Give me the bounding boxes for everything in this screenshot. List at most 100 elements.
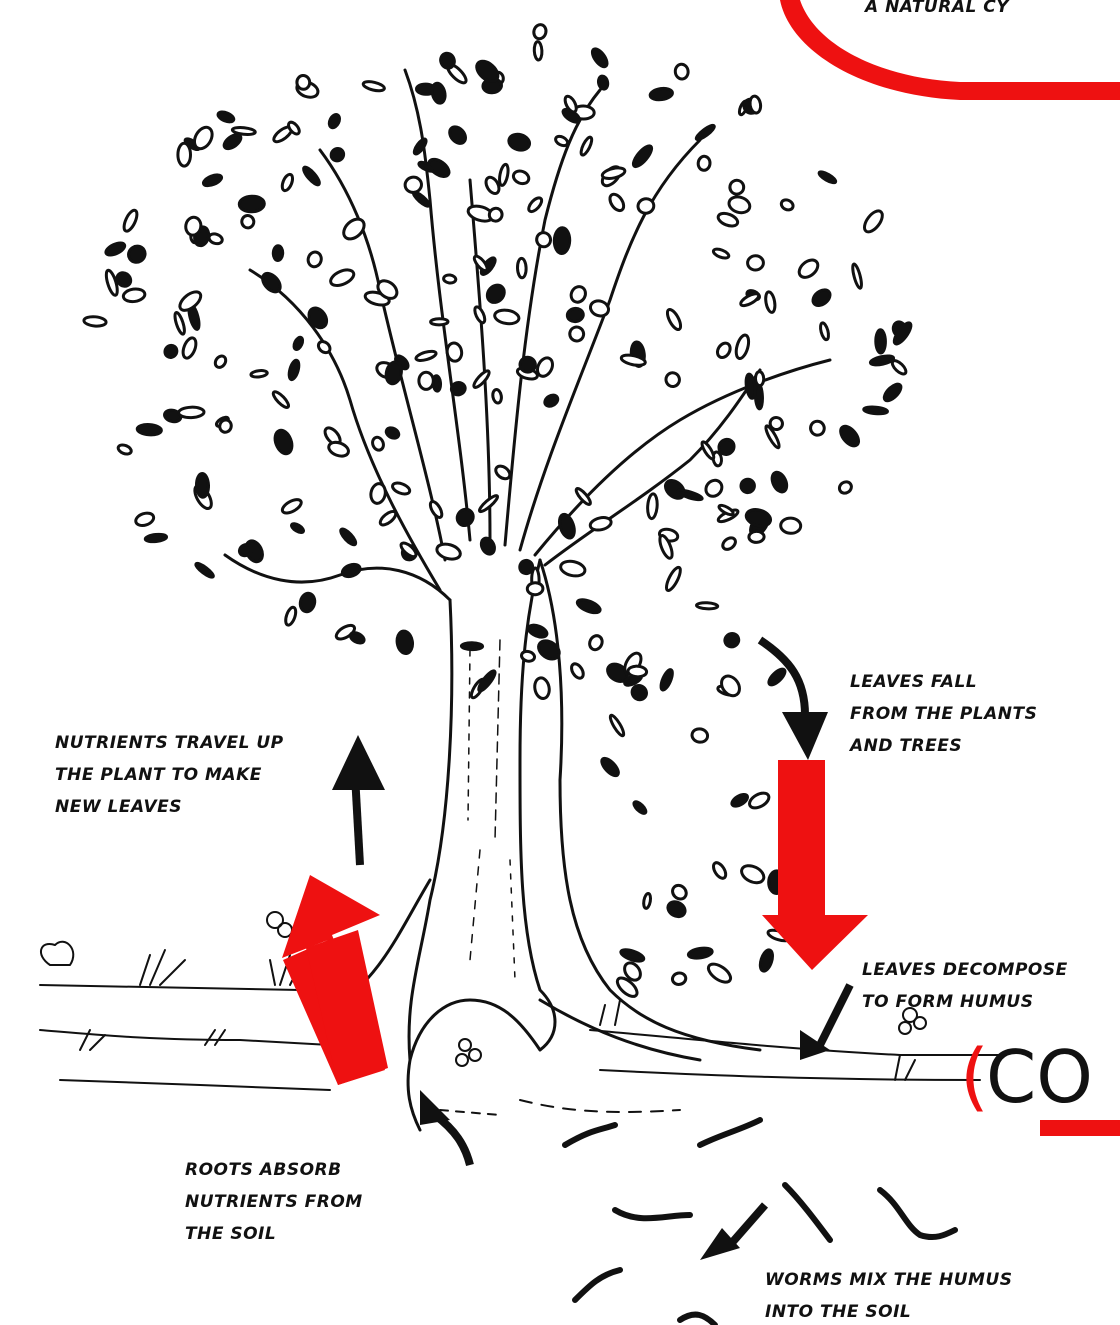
- leaf-icon: [729, 179, 745, 195]
- leaf-icon: [703, 477, 725, 500]
- leaf-icon: [808, 419, 826, 438]
- leaf-icon: [632, 800, 648, 815]
- leaf-icon: [123, 288, 146, 303]
- leaf-icon: [512, 169, 531, 186]
- leaf-icon: [145, 533, 167, 542]
- leaf-icon: [328, 267, 356, 289]
- leaf-icon: [664, 566, 683, 593]
- leaf-icon: [764, 291, 776, 313]
- leaf-icon: [494, 308, 520, 325]
- leaf-icon: [747, 256, 763, 271]
- leaf-icon: [727, 194, 752, 215]
- leaf-icon: [284, 606, 298, 626]
- leaf-icon: [749, 95, 762, 113]
- leaf-icon: [675, 64, 689, 80]
- leaf-icon: [287, 359, 300, 380]
- leaf-icon: [557, 512, 577, 540]
- leaf-icon: [493, 463, 512, 481]
- leaf-icon: [239, 196, 265, 212]
- leaf-icon: [431, 319, 449, 326]
- leaf-icon: [194, 561, 215, 579]
- leaf-icon: [723, 631, 741, 649]
- caption-line: NEW LEAVES: [55, 797, 182, 817]
- leaf-icon: [307, 251, 323, 269]
- leaf-icon: [426, 156, 452, 180]
- leaf-icon: [419, 372, 433, 389]
- leaf-icon: [628, 666, 647, 678]
- leaf-icon: [280, 497, 303, 516]
- caption-nutrients-travel: NUTRIENTS TRAVEL UP THE PLANT TO MAKE NE…: [55, 733, 284, 817]
- arrow-icon: [332, 735, 385, 790]
- ground: [40, 985, 1000, 1115]
- leaf-icon: [700, 440, 716, 460]
- leaf-icon: [695, 123, 716, 141]
- leaf-icon: [631, 143, 655, 169]
- leaf-icon: [739, 862, 767, 886]
- leaf-icon: [479, 536, 497, 556]
- leaf-icon: [396, 630, 415, 655]
- leaf-icon: [837, 423, 862, 449]
- leaf-icon: [744, 507, 772, 529]
- grass-tuft-icon: [80, 950, 915, 1080]
- arrow-icon: [782, 712, 828, 760]
- leaf-icon: [688, 947, 713, 960]
- leaf-icon: [472, 254, 489, 272]
- leaf-icon: [369, 482, 387, 504]
- leaf-icon: [568, 284, 588, 305]
- arrow-icon: [700, 1228, 740, 1260]
- leaf-icon: [461, 643, 482, 650]
- leaf-icon: [232, 127, 256, 136]
- leaf-icon: [137, 424, 162, 436]
- leaf-icon: [104, 269, 119, 296]
- leaf-icon: [527, 582, 543, 595]
- leaf-icon: [559, 559, 586, 578]
- leaf-icon: [196, 473, 209, 497]
- leaf-icon: [649, 87, 673, 101]
- leaf-icon: [298, 592, 316, 613]
- leaf-icon: [554, 135, 569, 148]
- leaf-icon: [543, 393, 560, 409]
- leaf-icon: [607, 192, 626, 213]
- leaf-icon: [446, 342, 463, 362]
- leaf-icon: [882, 381, 904, 403]
- leaf-icon: [643, 893, 652, 909]
- overlay-paren: (: [960, 1034, 989, 1120]
- title-ellipse: A NATURAL CY: [780, 0, 1120, 100]
- leaf-icon: [620, 947, 646, 963]
- leaf-icon: [716, 211, 739, 229]
- leaf-icon: [738, 476, 757, 495]
- leaf-icon: [579, 136, 594, 157]
- leaf-icon: [430, 82, 447, 104]
- leaf-icon: [597, 75, 609, 90]
- leaf-icon: [292, 336, 304, 351]
- caption-line: AND TREES: [848, 736, 962, 756]
- leaf-icon: [554, 227, 570, 253]
- leaf-icon: [378, 509, 398, 527]
- caption-leaves-fall: LEAVES FALL FROM THE PLANTS AND TREES: [848, 672, 1037, 756]
- leaf-icon: [534, 41, 543, 60]
- leaf-icon: [443, 274, 456, 283]
- leaf-icon: [117, 443, 133, 456]
- leaf-icon: [435, 542, 462, 562]
- leaf-icon: [533, 677, 551, 700]
- arrow-icon: [435, 1115, 470, 1165]
- leaf-icon: [780, 198, 795, 212]
- leaf-icon: [574, 487, 592, 507]
- leaf-icon: [484, 282, 508, 306]
- leaf-icon: [349, 630, 366, 645]
- leaf-icon: [647, 494, 658, 519]
- leaf-icon: [472, 369, 492, 390]
- leaf-icon: [492, 389, 503, 404]
- leaf-icon: [391, 481, 411, 496]
- leaf-icon: [766, 667, 787, 688]
- leaf-icon: [569, 662, 586, 680]
- leaf-icon: [178, 143, 191, 166]
- leaf-icon: [327, 440, 350, 459]
- leaf-icon: [747, 790, 771, 811]
- leaf-icon: [341, 562, 362, 579]
- leaf-icon: [749, 531, 765, 543]
- leaf-icon: [339, 527, 358, 547]
- leaf-icon: [705, 960, 733, 985]
- caption-roots-absorb: ROOTS ABSORB NUTRIENTS FROM THE SOIL: [185, 1160, 363, 1244]
